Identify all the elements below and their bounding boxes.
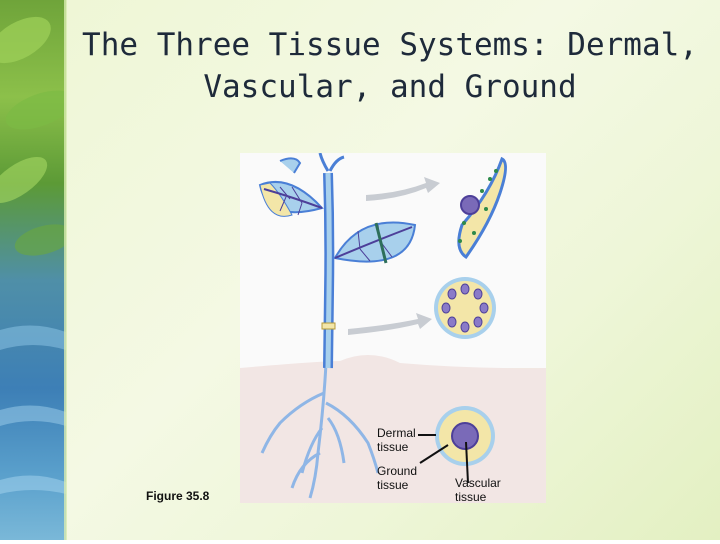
stem-cross-section xyxy=(434,277,496,339)
shoot-tip xyxy=(318,153,345,172)
ground-label-line-2: tissue xyxy=(377,478,409,492)
upper-leaf xyxy=(258,157,324,217)
dermal-label-line-2: tissue xyxy=(377,440,409,454)
decorative-leaves xyxy=(0,16,75,494)
figure-number: Figure 35.8 xyxy=(146,489,210,503)
decorative-leaf-water-strip xyxy=(0,0,75,540)
root-cross-section xyxy=(435,406,495,466)
leaf-cross-section xyxy=(457,156,507,260)
ground-label-line-1: Ground xyxy=(377,464,418,478)
arrows xyxy=(348,177,440,335)
roots xyxy=(260,362,380,499)
title-line-1: The Three Tissue Systems: Dermal, xyxy=(82,27,698,63)
slide-title: The Three Tissue Systems: Dermal, Vascul… xyxy=(70,24,710,108)
stem-cut xyxy=(321,322,336,330)
leader-lines xyxy=(418,434,469,484)
ground-tissue-label: Ground tissue xyxy=(377,464,417,492)
title-line-2: Vascular, and Ground xyxy=(203,69,577,105)
dermal-tissue-label: Dermal tissue xyxy=(377,426,416,454)
middle-leaf xyxy=(333,221,417,264)
dermal-label-line-1: Dermal xyxy=(377,426,416,440)
vascular-tissue-label: Vascular tissue xyxy=(455,476,501,504)
vascular-label-line-2: tissue xyxy=(455,490,487,504)
strip-edge xyxy=(64,0,67,540)
vascular-label-line-1: Vascular xyxy=(455,476,501,490)
plant-tissue-figure xyxy=(240,153,546,503)
